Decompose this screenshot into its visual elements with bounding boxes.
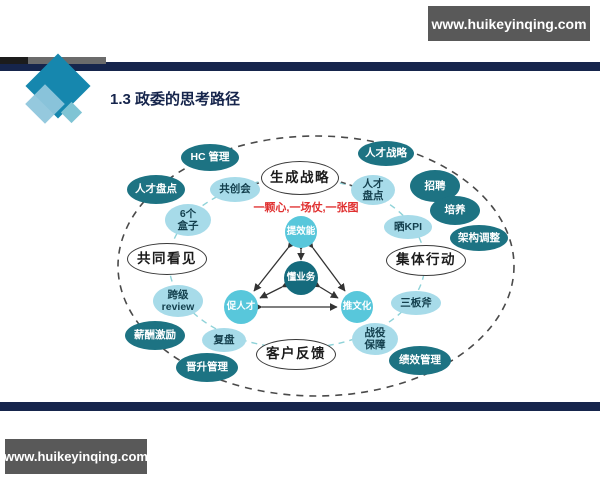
node-promotion-management: 晋升管理 — [176, 352, 238, 382]
node-six-boxes: 6个 盒子 — [165, 204, 211, 236]
node-generate-strategy: 生成战略 — [261, 161, 339, 195]
node-customer-feedback: 客户反馈 — [256, 338, 336, 370]
website-badge-top: www.huikeyinqing.com — [428, 6, 590, 41]
node-collective-action: 集体行动 — [386, 244, 466, 276]
node-cocreation-meeting: 共创会 — [210, 176, 260, 202]
node-talent-review-left: 人才盘点 — [127, 174, 185, 204]
node-talent-strategy: 人才战略 — [358, 140, 414, 166]
node-see-together: 共同看见 — [127, 243, 207, 275]
website-badge-bottom: www.huikeyinqing.com — [4, 439, 148, 474]
node-understand-business: 懂业务 — [284, 261, 318, 295]
triangle-arrows — [253, 239, 346, 311]
header-bar-black-segment — [0, 57, 28, 64]
node-cross-level-review: 跨级 review — [153, 285, 203, 317]
node-replay: 复盘 — [202, 328, 246, 352]
node-battle-support: 战役 保障 — [352, 323, 398, 355]
node-talent-review-right: 人才 盘点 — [351, 175, 395, 205]
node-three-axes: 三板斧 — [391, 291, 441, 315]
node-performance-management: 绩效管理 — [389, 345, 451, 375]
node-improve-efficiency: 提效能 — [285, 216, 317, 248]
node-structure-adjustment: 架构调整 — [450, 225, 508, 251]
page-title: 1.3 政委的思考路径 — [110, 91, 241, 108]
node-promote-talent: 促人才 — [224, 290, 258, 324]
header-bar-gray-segment — [28, 57, 106, 64]
outer-dashed-ring — [117, 135, 515, 397]
node-push-culture: 推文化 — [341, 291, 373, 323]
node-salary-incentive: 薪酬激励 — [125, 320, 185, 350]
node-training: 培养 — [430, 195, 480, 225]
header-divider-bar — [0, 62, 600, 71]
footer-divider-bar — [0, 402, 600, 411]
slogan-text: 一颗心,一场仗,一张图 — [253, 202, 359, 214]
node-hc-management: HC 管理 — [181, 143, 239, 171]
node-show-kpi: 晒KPI — [384, 215, 432, 239]
